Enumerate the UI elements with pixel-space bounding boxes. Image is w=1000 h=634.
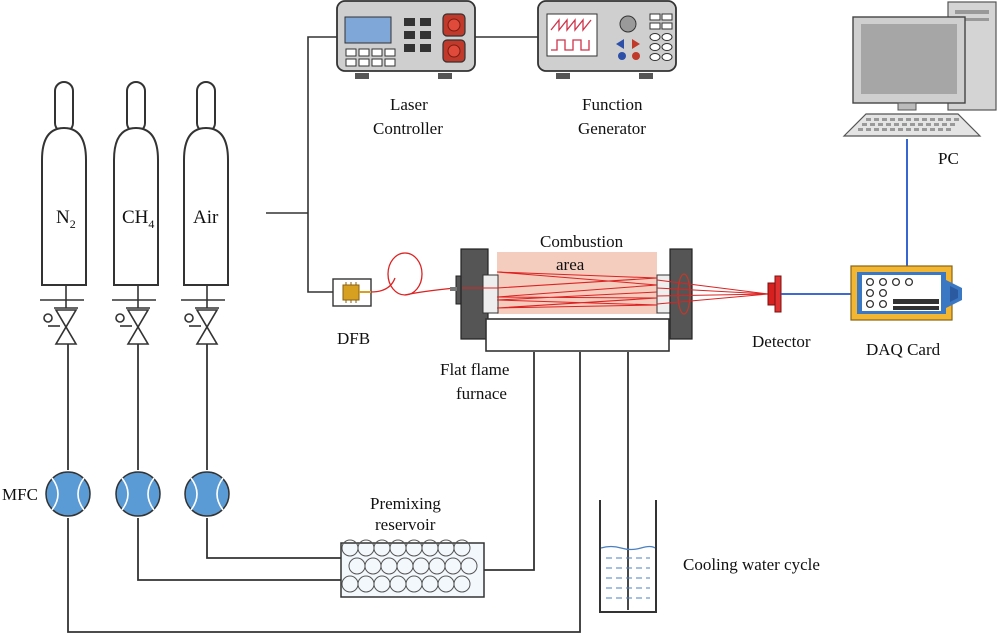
gas-lines (67, 344, 629, 633)
combustion-label-line1: Combustion (540, 232, 624, 251)
daq-card (850, 265, 962, 321)
valve-ch4 (112, 285, 156, 345)
premixing-label-line2: reservoir (375, 515, 436, 534)
cylinder-air (183, 81, 229, 286)
valve-air (181, 285, 225, 345)
daq-card-label: DAQ Card (866, 340, 941, 359)
laser-beam (462, 271, 769, 309)
cylinder-n2 (41, 81, 87, 286)
pc (842, 1, 997, 137)
flat-flame-furnace (485, 318, 670, 352)
window-left (460, 248, 499, 340)
mfc-n2 (45, 471, 91, 517)
laser-controller-label-line2: Controller (373, 119, 443, 138)
dfb-laser (332, 278, 372, 307)
cylinder-ch4-label: CH4 (122, 207, 154, 231)
cylinder-air-label: Air (193, 207, 219, 228)
cooling-water-beaker (599, 500, 657, 613)
mfc-label: MFC (2, 485, 38, 504)
laser-controller-label-line1: Laser (390, 95, 428, 114)
mfc-ch4 (115, 471, 161, 517)
signal-cables (781, 139, 908, 295)
detector-label: Detector (752, 332, 811, 351)
combustion-label-line2: area (556, 255, 585, 274)
premixing-label-line1: Premixing (370, 494, 441, 513)
furnace-label-line2: furnace (456, 384, 507, 403)
function-generator-label-line2: Generator (578, 119, 646, 138)
dfb-label: DFB (337, 329, 370, 348)
furnace-label-line1: Flat flame (440, 360, 509, 379)
premixing-reservoir (340, 539, 485, 598)
cylinder-n2-label: N2 (56, 207, 76, 231)
function-generator (537, 0, 677, 79)
control-wiring (266, 36, 538, 293)
valve-n2 (40, 285, 84, 345)
optical-fiber (370, 252, 456, 296)
function-generator-label-line1: Function (582, 95, 643, 114)
cooling-label: Cooling water cycle (683, 555, 820, 574)
detector (767, 275, 782, 313)
cylinder-ch4 (113, 81, 159, 286)
mfc-group (45, 471, 230, 517)
laser-controller (336, 0, 476, 79)
pc-label: PC (938, 149, 959, 168)
mfc-air (184, 471, 230, 517)
